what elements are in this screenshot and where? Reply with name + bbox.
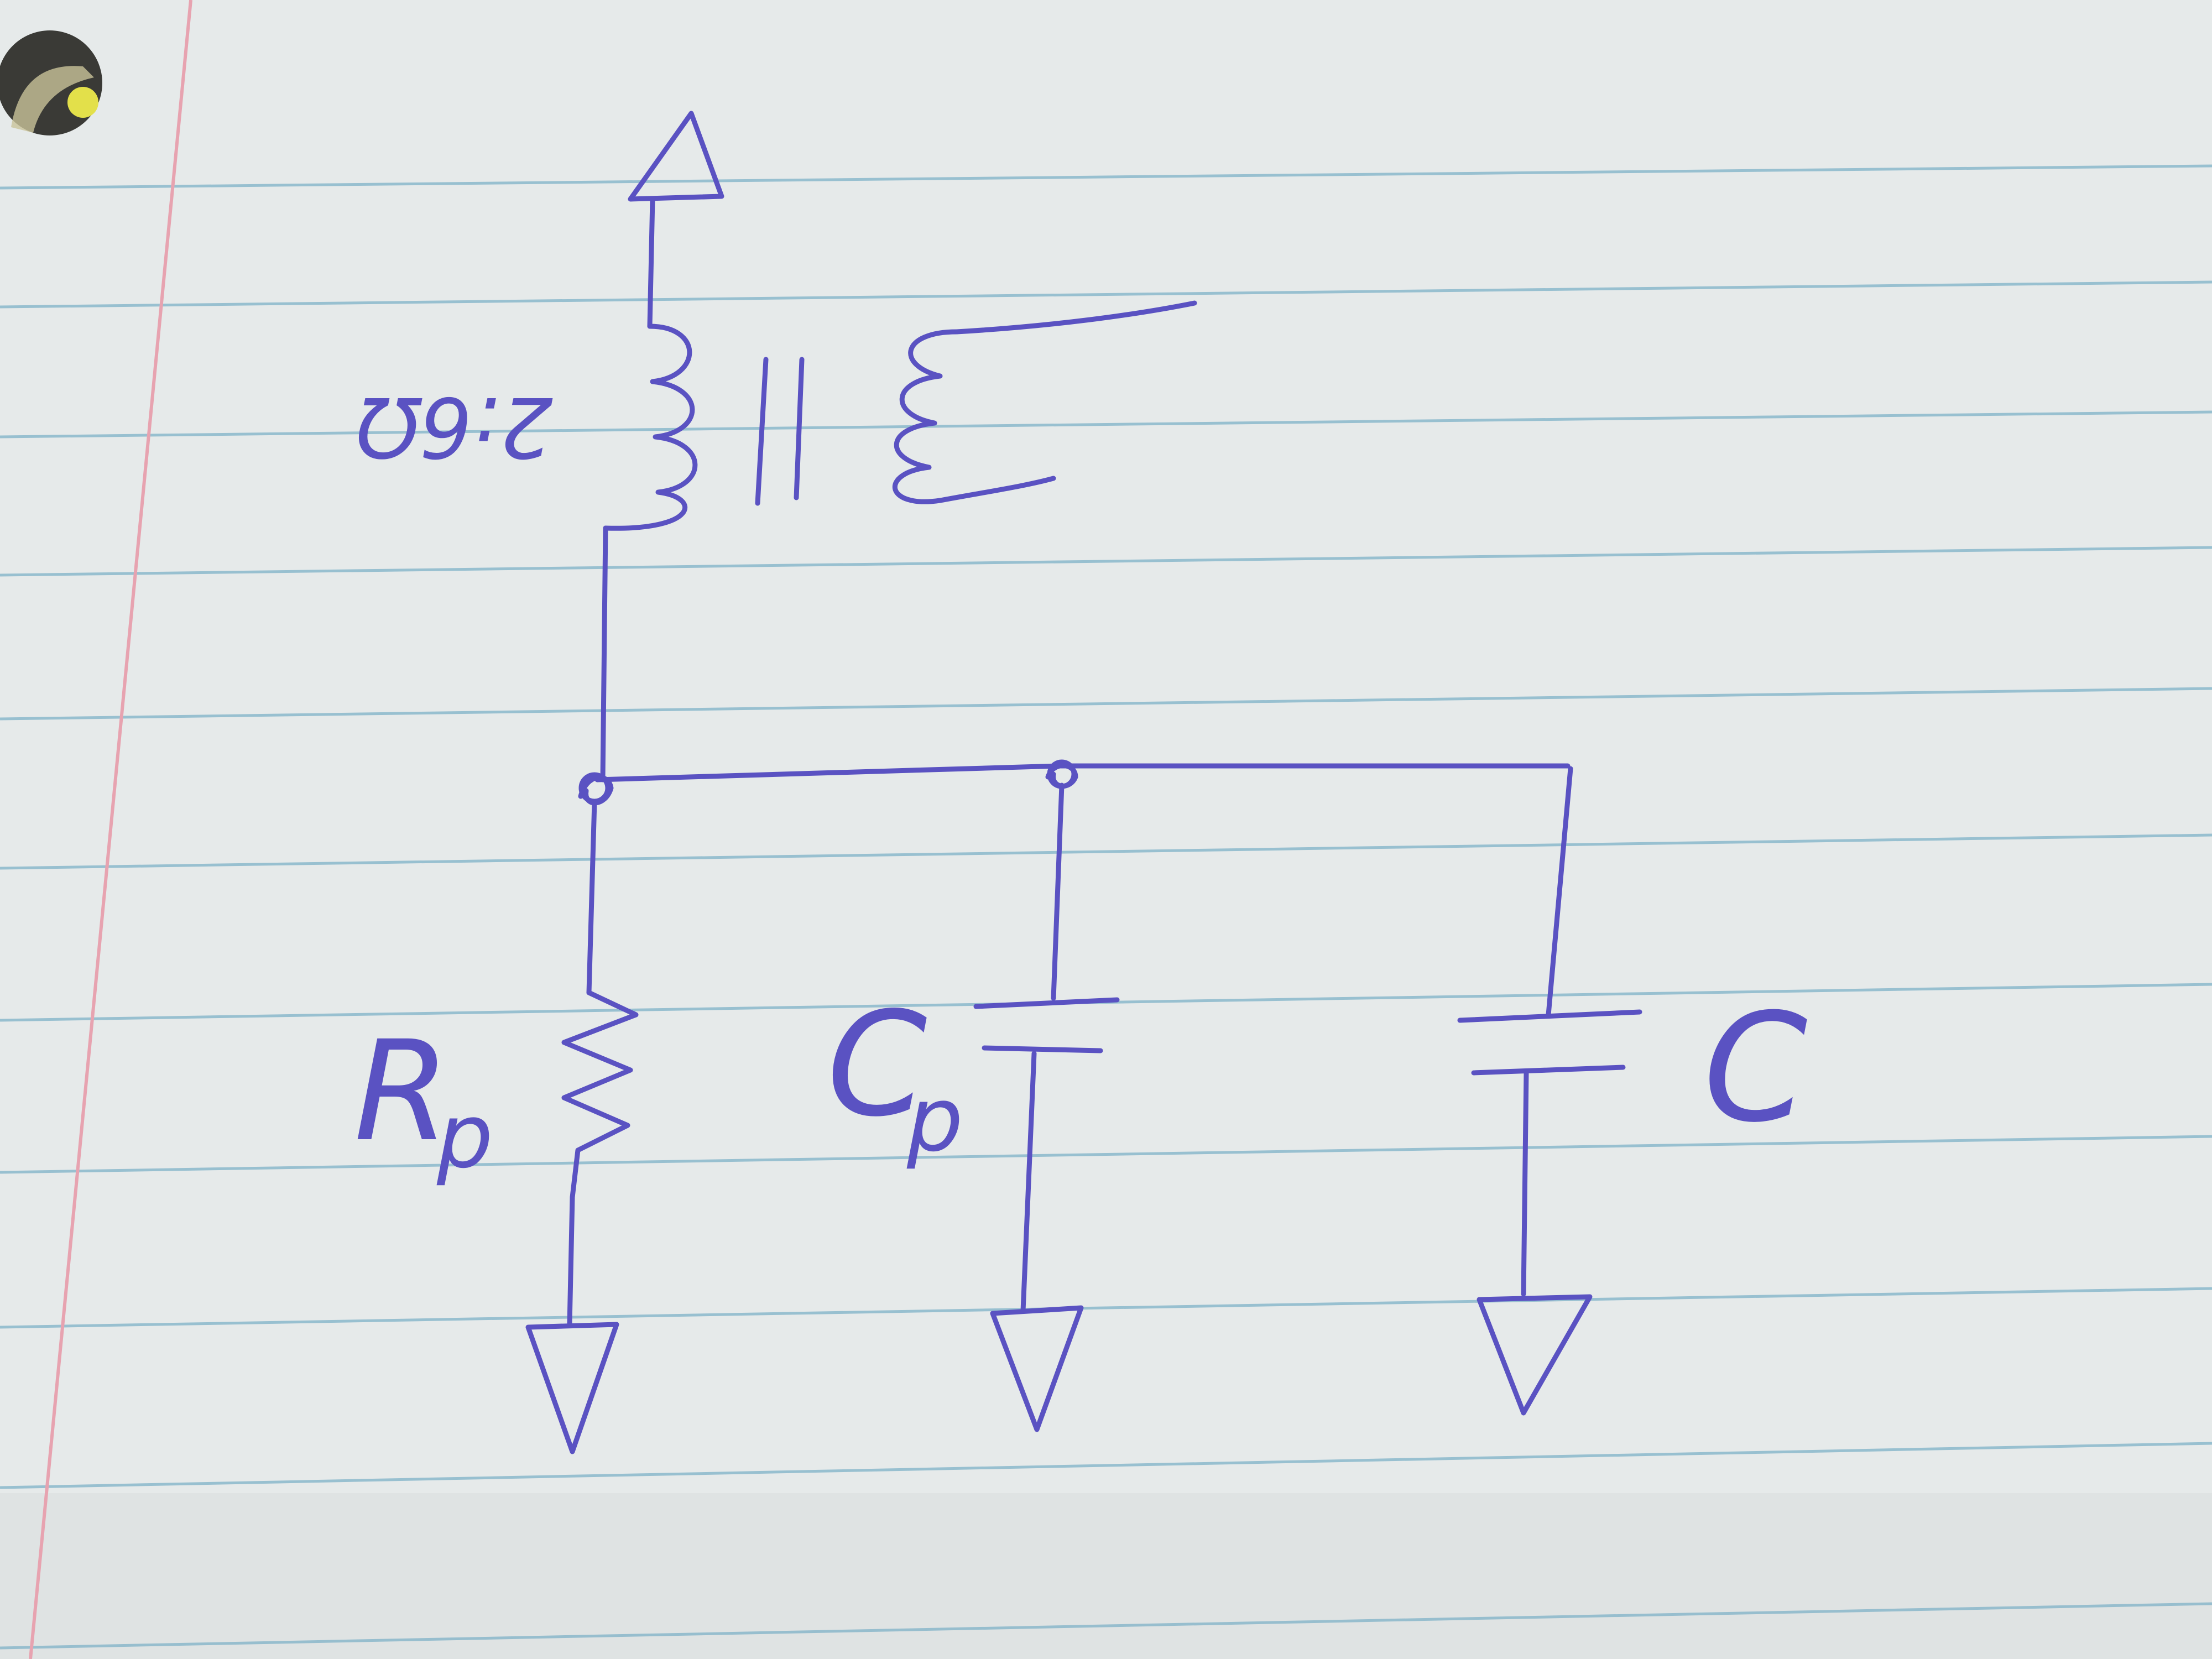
capacitor-c-plate-bottom [1471,1065,1626,1076]
ground-1-symbol [525,1322,619,1454]
wire-rp-bottom [567,1194,575,1327]
capacitor-cp-plate-top [973,997,1120,1009]
margin-line [29,0,192,1659]
circuit [525,111,1642,1454]
resistor-rp-symbol [561,990,639,1200]
wire-c-top [1546,766,1573,1018]
capacitor-cp-subscript: p [906,1068,963,1171]
resistor-rp-subscript: p [436,1084,493,1188]
wire-cp-top [1051,782,1065,1001]
circuit-labels: 2:6Ω R p C p C [354,378,1808,1188]
transformer-ratio-label: 2:6Ω [356,378,553,474]
resistor-rp-label: R [354,1011,450,1172]
wire-rp-top [586,799,597,995]
junction-node-2-scribble [1045,763,1078,789]
wire-primary-to-node [600,525,608,782]
antenna-top-symbol [628,111,724,202]
capacitor-cp-label: C [827,982,928,1149]
wire-top [647,196,655,329]
paper-shadow [0,1493,2212,1659]
ground-3-symbol [1477,1294,1593,1416]
transformer-primary-coil [603,324,698,531]
transformer-core-bar-1 [755,357,769,506]
capacitor-cp-plate-bottom [982,1045,1103,1053]
capacitor-c-plate-top [1457,1009,1642,1023]
ground-2-symbol [990,1305,1084,1432]
wire-c-bottom [1521,1070,1529,1297]
junction-node-1-scribble [578,775,614,806]
wire-cp-bottom [1020,1051,1037,1313]
transformer-core-bar-2 [794,357,805,500]
punch-hole [0,30,102,135]
secondary-lead-bottom [937,476,1056,503]
secondary-lead-top [954,300,1197,335]
capacitor-c-label: C [1703,981,1808,1155]
transformer-secondary-coil [892,329,959,504]
ruled-lines [0,164,2212,1650]
